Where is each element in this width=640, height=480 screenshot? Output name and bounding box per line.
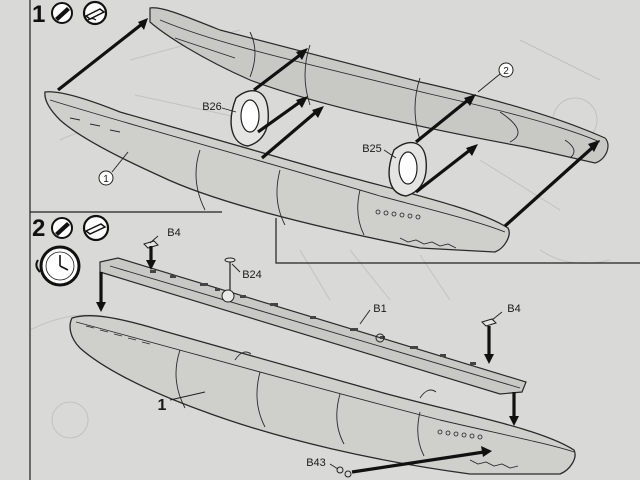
step1-assembly-arrows <box>57 18 600 228</box>
step2-header: 2 <box>32 214 110 287</box>
clock-icon <box>35 245 81 287</box>
label-part-2: 2 <box>503 66 509 77</box>
callout-hull-step2: 1 <box>158 391 206 414</box>
glue-tube-icon <box>51 2 73 24</box>
part-b25-ring <box>388 141 427 197</box>
assembled-hull <box>69 315 576 475</box>
label-b25: B25 <box>362 143 382 155</box>
callout-b4-left: B4 <box>149 227 181 244</box>
part-b43-fitting <box>336 466 352 478</box>
callout-b43: B43 <box>306 457 339 470</box>
callout-b1: B1 <box>359 303 387 325</box>
label-b26: B26 <box>202 101 222 113</box>
step1-header: 1 <box>32 0 108 28</box>
step1-number: 1 <box>32 1 45 28</box>
upper-hull-part <box>149 7 609 164</box>
label-b4-left: B4 <box>167 227 180 239</box>
glue-tube-icon <box>51 217 73 239</box>
label-hull-1: 1 <box>158 397 167 414</box>
callout-lower-hull: 1 <box>98 151 129 186</box>
part-b24-antenna <box>224 257 236 290</box>
lower-hull-part <box>44 91 510 253</box>
part-b4-right <box>481 318 497 327</box>
callout-b25: B25 <box>362 143 397 159</box>
callout-b4-right: B4 <box>491 303 521 321</box>
step1-frame-line <box>275 218 640 264</box>
no-glue-tube-icon <box>82 0 108 26</box>
callout-b24: B24 <box>231 263 262 281</box>
label-b24: B24 <box>242 269 262 281</box>
label-b1: B1 <box>373 303 386 315</box>
no-glue-tube-icon <box>82 214 110 242</box>
label-part-1: 1 <box>103 174 109 185</box>
callout-b26: B26 <box>202 101 237 113</box>
callout-upper-hull: 2 <box>477 62 514 93</box>
step2-number: 2 <box>32 215 45 242</box>
step2-assembly-arrows <box>96 246 519 474</box>
label-b43: B43 <box>306 457 326 469</box>
part-b26-ring <box>230 90 269 147</box>
label-b4-right: B4 <box>507 303 520 315</box>
